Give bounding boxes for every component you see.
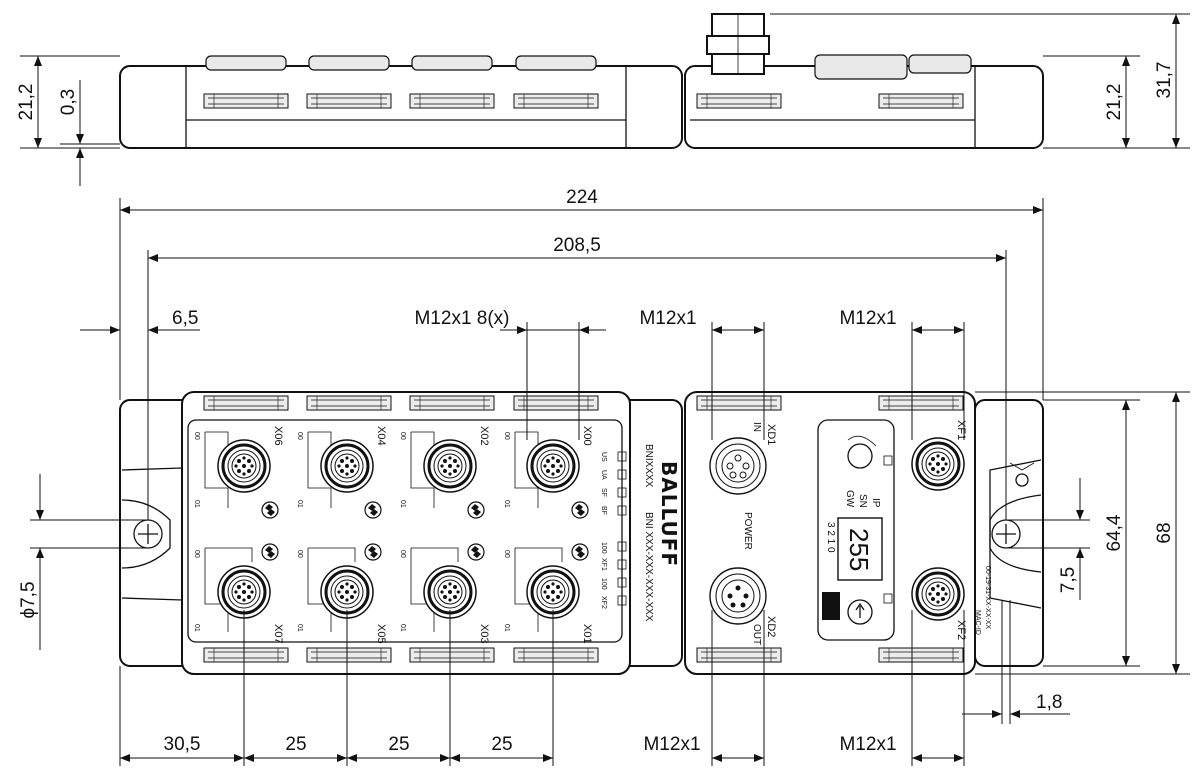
screw-icon [364,543,382,561]
dim-25-b: 25 [388,734,409,755]
led-label: UA [600,470,607,480]
pin-label: 00 [503,432,510,440]
side-view [119,13,1044,149]
port-xf2 [910,566,966,622]
screw-icon [571,501,589,519]
segment-display [837,517,883,581]
led-label: XF1 [600,558,607,571]
screw-icon [467,501,485,519]
pin-label: 00 [399,550,406,558]
pin-label: 01 [296,624,303,632]
pin-label: 01 [503,500,510,508]
gw-label: GW [844,490,855,508]
pin-label: 01 [193,500,200,508]
screw-icon [364,501,382,519]
port-label-x03: X03 [478,624,490,644]
port-label-x05: X05 [375,624,387,644]
dim-m12-bottom-mid: M12x1 [643,734,700,755]
power-connector-out [709,567,767,625]
pin-label: 00 [296,550,303,558]
pin-label: 01 [399,500,406,508]
mac-label: MAC-ID [974,610,981,635]
pin-label: 01 [296,500,303,508]
screw-icon [467,543,485,561]
port-label-x00: X00 [581,426,593,446]
led-label: 100 [600,578,607,590]
dim-6-5: 6,5 [172,308,198,329]
top-dimensions: 224 208,5 6,5 M12x1 8(x) M12x1 M12x1 ϕ7,… [18,187,1190,766]
dim-0-3: 0,3 [58,89,79,115]
port-label-x04: X04 [375,426,387,446]
screw-icon [261,543,279,561]
dim-phi-7-5: ϕ7,5 [18,581,39,618]
dim-21-2-right: 21,2 [1104,84,1125,121]
dim-68: 68 [1154,522,1175,543]
dim-7-5: 7,5 [1058,567,1079,593]
side-dimensions: 21,2 0,3 21,2 31,7 [16,13,1190,186]
bits-label: 3 2 1 0 [825,522,836,553]
top-view-labels: BALLUFF BNIXXXX BNI XXX-XXX-XXX-XXX X06 … [193,420,991,645]
dim-208-5: 208,5 [553,235,601,256]
dim-21-2-left: 21,2 [16,84,37,121]
top-view [119,391,1044,675]
port-label-xf2: XF2 [955,620,967,640]
led-label: XF2 [600,596,607,609]
serial-label: 00-19-31-XX-XX-XX [984,566,991,629]
led-label: 100 [600,542,607,554]
led-label: US [600,452,607,462]
port-x04 [319,438,375,494]
port-label-x07: X07 [272,624,284,644]
port-label-xf1: XF1 [955,420,967,440]
pin-label: 01 [399,624,406,632]
sn-label: SN [857,494,868,508]
led-column [617,451,627,606]
display-value: 255 [844,528,874,571]
display-panel [817,419,895,641]
model-full-label: BNI XXX-XXX-XXX-XXX [643,512,654,622]
dim-m12-bottom-right: M12x1 [839,734,896,755]
port-xf1 [910,436,966,492]
port-x06 [216,438,272,494]
pin-label: 00 [399,432,406,440]
logo-block-icon [822,592,840,620]
dim-m12-8x: M12x1 8(x) [414,308,509,329]
power-label: POWER [742,512,753,550]
pin-label: 01 [503,624,510,632]
dim-31-7: 31,7 [1154,62,1175,99]
dim-1-8: 1,8 [1036,692,1062,713]
screw-icon [261,501,279,519]
dim-25-a: 25 [285,734,306,755]
model-top-label: BNIXXXX [643,444,654,488]
ip-label: IP [870,498,881,508]
pin-label: 00 [193,432,200,440]
dim-224: 224 [566,187,598,208]
port-x02 [422,438,478,494]
led-label: BF [600,506,607,515]
dim-64-4: 64,4 [1104,514,1125,551]
dim-30-5: 30,5 [164,734,201,755]
out-label: OUT [751,624,762,645]
brand-logo: BALLUFF [657,461,681,567]
led-label: SF [600,488,607,497]
port-label-x01: X01 [581,624,593,644]
dim-25-c: 25 [491,734,512,755]
dim-m12-in: M12x1 [639,308,696,329]
pin-label: 00 [193,550,200,558]
screw-icon [571,543,589,561]
pin-label: 00 [503,550,510,558]
port-x00 [525,438,581,494]
port-label-xd2: XD2 [765,616,777,637]
power-connector-in [709,437,767,495]
dim-m12-xf-top: M12x1 [839,308,896,329]
port-label-x06: X06 [272,426,284,446]
port-label-xd1: XD1 [765,424,777,445]
in-label: IN [751,422,762,432]
pin-label: 01 [193,624,200,632]
port-label-x02: X02 [478,426,490,446]
pin-label: 00 [296,432,303,440]
